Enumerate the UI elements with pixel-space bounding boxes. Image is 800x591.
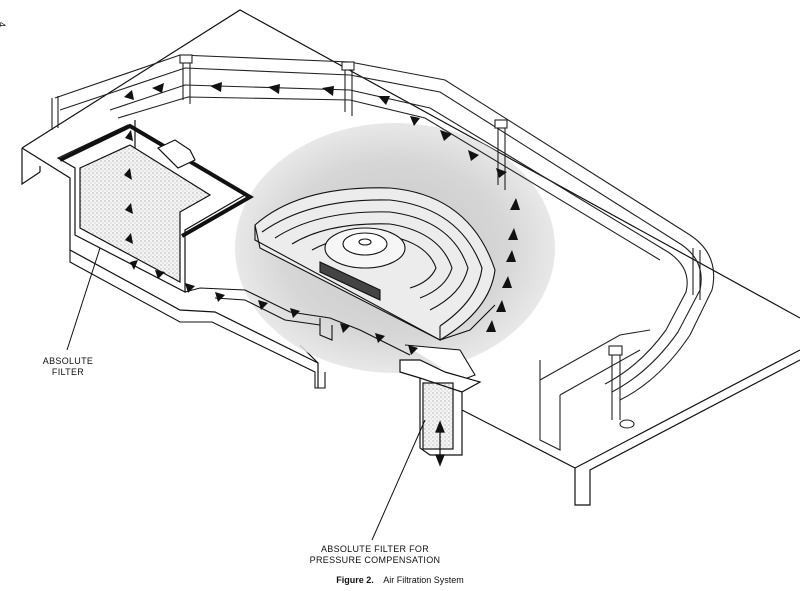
label-pressure-filter: ABSOLUTE FILTER FOR PRESSURE COMPENSATIO… <box>300 544 450 566</box>
lower-duct <box>69 250 411 389</box>
pressure-arrow <box>435 420 445 467</box>
label-absolute-filter-line-1: ABSOLUTE <box>42 356 94 366</box>
leader-lines <box>66 247 426 541</box>
absolute-filter-housing <box>56 120 254 293</box>
label-absolute-filter: ABSOLUTE FILTER <box>36 356 100 378</box>
label-absolute-filter-line-2: FILTER <box>51 367 85 377</box>
figure-caption-title: Air Filtration System <box>383 575 464 585</box>
figure-caption: Figure 2. Air Filtration System <box>0 575 800 585</box>
disk-assembly <box>254 187 496 381</box>
label-pressure-filter-line-1: ABSOLUTE FILTER FOR <box>320 544 430 554</box>
base-plate <box>21 9 800 506</box>
label-pressure-filter-line-2: PRESSURE COMPENSATION <box>309 555 441 565</box>
figure-caption-label: Figure 2. <box>336 575 374 585</box>
airflow-arrows <box>124 82 520 355</box>
support-posts <box>51 54 701 429</box>
